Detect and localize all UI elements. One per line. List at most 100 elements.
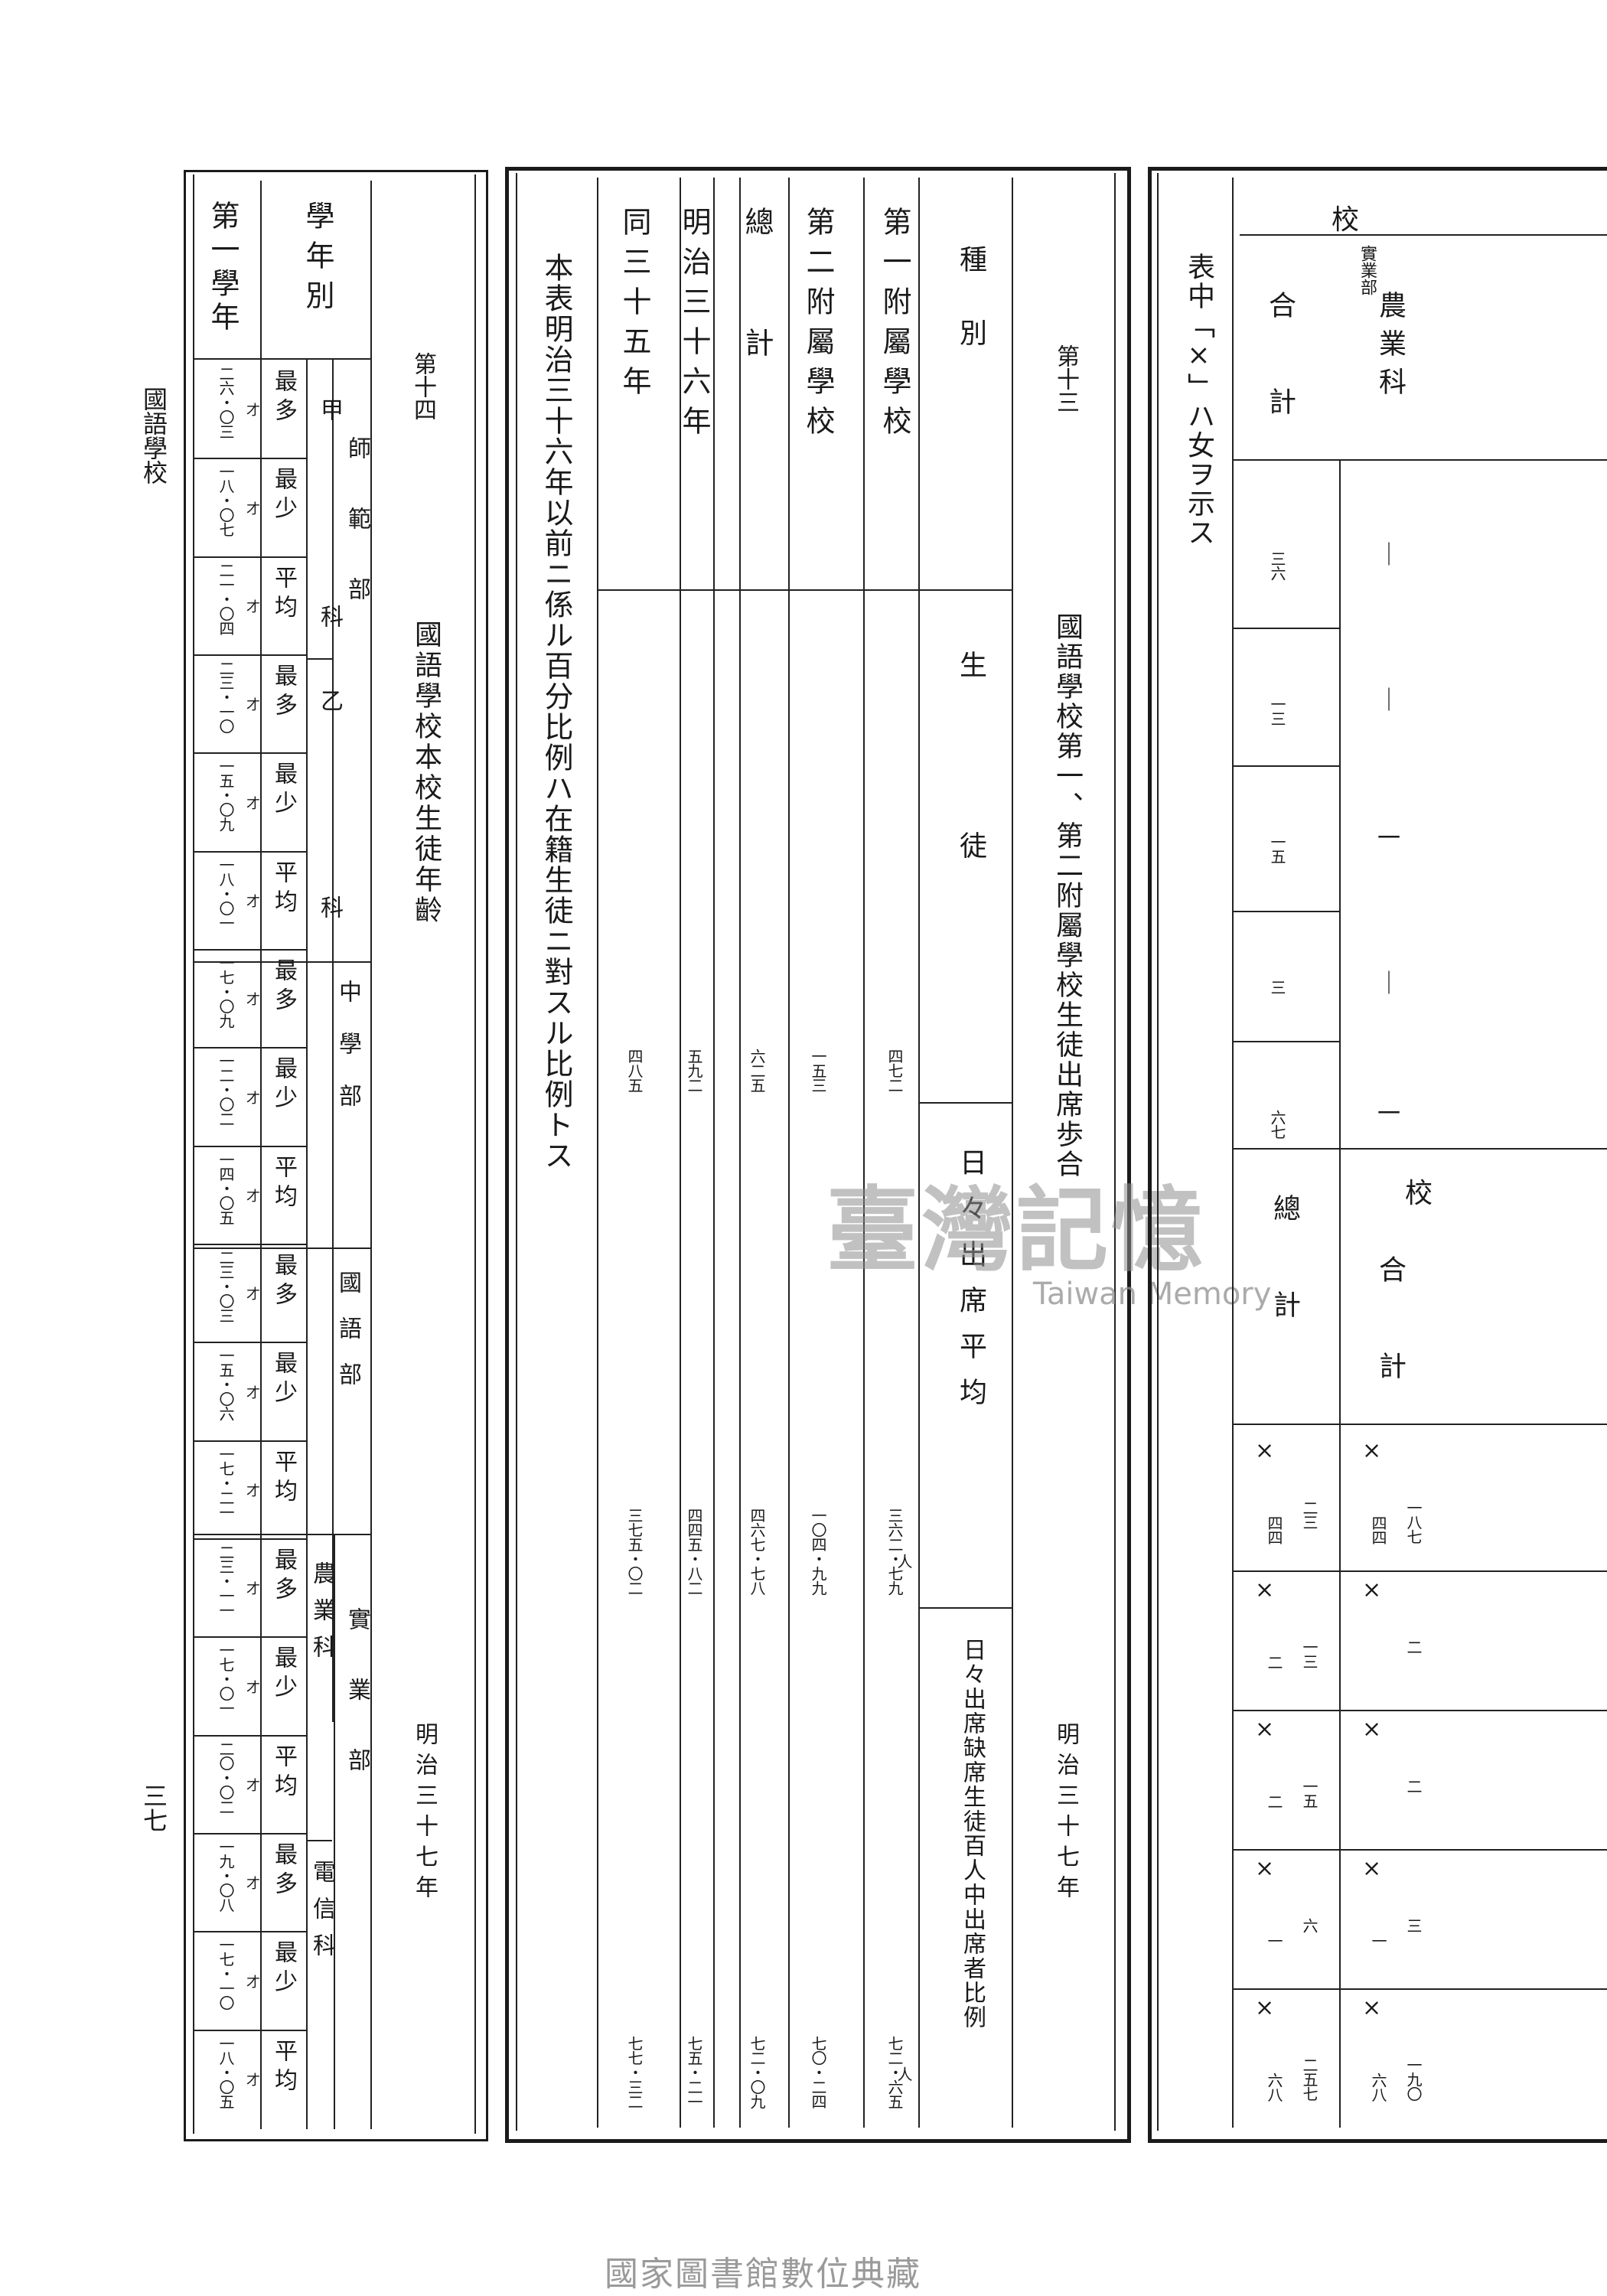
age-unit: 才 [244, 403, 260, 416]
age-unit: 才 [244, 1876, 260, 1890]
fragment-total: 合計 [1264, 291, 1296, 484]
female-mark: × [1362, 1855, 1382, 1882]
upper-mark: ｜ [1377, 542, 1400, 569]
age-unit: 才 [244, 1778, 260, 1792]
stat-label: 最多 [270, 1548, 297, 1606]
stat-label: 最少 [270, 1645, 297, 1704]
table13-note: 本表明治三十六年以前ニ係ル百分比例ハ在籍生徒ニ對スル比例トス [539, 253, 573, 1171]
upper-mark: ｜ [1377, 970, 1400, 997]
total-value: 二 [1404, 1639, 1423, 1654]
age-value: 一二・〇二 [217, 1053, 235, 1126]
upper-value: 三 [1268, 980, 1286, 994]
age-value: 一五・〇六 [217, 1348, 235, 1420]
stat-label: 平均 [270, 1744, 297, 1802]
fragment-total2: 合計 [1374, 1255, 1406, 1448]
grand-value: 一五 [1300, 1779, 1319, 1808]
table13-frame [505, 167, 1131, 2143]
female-mark: × [1362, 1577, 1382, 1603]
age-value: 一七・〇九 [217, 955, 235, 1028]
stat-label: 最多 [270, 958, 297, 1016]
age-value: 一八・〇五 [217, 2036, 235, 2108]
upper-mark: 一 [1377, 825, 1400, 852]
watermark: 臺灣記憶 [826, 1176, 1206, 1284]
age-value: 一八・〇一 [217, 857, 235, 930]
table14-date: 明治三十七年 [411, 1722, 438, 1906]
total-female: 六八 [1369, 2073, 1387, 2102]
div-agri: 農業科 [308, 1561, 335, 1671]
grand-female: 二 [1265, 1794, 1283, 1808]
row-rate: 七五・二一 [685, 2036, 703, 2108]
fragment-frame [1148, 167, 1607, 2143]
fragment-dept: 實業部 [1358, 245, 1377, 295]
stat-label: 平均 [270, 1450, 297, 1508]
grand-female: 四四 [1265, 1515, 1283, 1544]
first-year-label: 第一學年 [206, 201, 240, 335]
age-value: 二三・一〇 [217, 660, 235, 733]
row-attend: 四六七・七八 [748, 1508, 766, 1595]
stat-label: 最少 [270, 1056, 297, 1114]
female-mark: × [1362, 1437, 1382, 1464]
female-mark: × [1255, 1855, 1275, 1882]
upper-mark: ｜ [1377, 687, 1400, 714]
div-normal-a: 甲 [316, 398, 343, 421]
total-value: 一八七 [1404, 1500, 1423, 1544]
upper-value: 六七 [1268, 1110, 1286, 1139]
row-attend: 三六二・七九 [885, 1508, 904, 1595]
age-value: 二六・〇三 [217, 366, 235, 439]
div-kokugo: 國語部 [334, 1270, 361, 1408]
age-unit: 才 [244, 501, 260, 515]
age-value: 一四・〇五 [217, 1152, 235, 1225]
female-mark: × [1255, 1577, 1275, 1603]
age-value: 一八・〇七 [217, 464, 235, 536]
grand-value: 二五七 [1300, 2057, 1319, 2101]
row-rate: 七七・三二 [625, 2036, 644, 2108]
row-attend: 三七五・〇二 [625, 1508, 644, 1595]
row-name: 第二附屬學校 [801, 207, 835, 445]
stat-label: 最少 [270, 467, 297, 525]
grand-female: 二 [1265, 1655, 1283, 1669]
div-tele: 電信科 [308, 1860, 335, 1970]
stat-label: 平均 [270, 566, 297, 624]
age-unit: 才 [244, 1483, 260, 1497]
row-attend: 四四五・八二 [685, 1508, 703, 1595]
upper-value: 三六 [1268, 551, 1286, 580]
row-name: 第一附屬學校 [878, 207, 911, 445]
row-students: 六二五 [748, 1049, 766, 1092]
upper-mark: 一 [1377, 1101, 1400, 1127]
age-unit: 才 [244, 1680, 260, 1694]
head-type: 種別 [955, 245, 986, 392]
age-unit: 才 [244, 796, 260, 810]
age-unit: 才 [244, 1091, 260, 1104]
table14-label: 第十四 [409, 352, 436, 421]
div-normal-ka2: 科 [316, 895, 343, 918]
age-value: 一九・〇八 [217, 1839, 235, 1912]
age-unit: 才 [244, 2073, 260, 2086]
stat-label: 平均 [270, 2039, 297, 2097]
age-unit: 才 [244, 1975, 260, 1988]
row-name: 明治三十六年 [677, 207, 711, 445]
row-students: 四八五 [625, 1049, 644, 1092]
age-unit: 才 [244, 697, 260, 711]
female-mark: × [1362, 1994, 1382, 2021]
total-value: 三 [1404, 1918, 1423, 1932]
stat-label: 最少 [270, 762, 297, 820]
age-value: 一七・二一 [217, 1446, 235, 1519]
stat-label: 最少 [270, 1940, 297, 1998]
head-avg: 日々出席平均 [955, 1148, 986, 1424]
female-mark: × [1255, 1716, 1275, 1743]
grand-female: 一 [1265, 1933, 1283, 1948]
stat-label: 最少 [270, 1351, 297, 1409]
page-number: 三七 [139, 1783, 168, 1832]
row-rate: 七二・〇九 [748, 2036, 766, 2108]
fragment-grand: 總計 [1269, 1194, 1300, 1387]
row-students: 一五三 [809, 1049, 827, 1092]
row-name: 總計 [740, 207, 774, 448]
div-normal-b: 乙 [316, 689, 343, 712]
stat-label: 平均 [270, 860, 297, 918]
div-normal-ka1: 科 [316, 605, 343, 628]
running-header: 國語學校 [139, 386, 168, 484]
age-value: 二〇・〇二 [217, 1741, 235, 1814]
grand-female: 六八 [1265, 2073, 1283, 2102]
stat-label: 最多 [270, 664, 297, 722]
div-jitsugyo: 實業部 [344, 1607, 370, 1818]
